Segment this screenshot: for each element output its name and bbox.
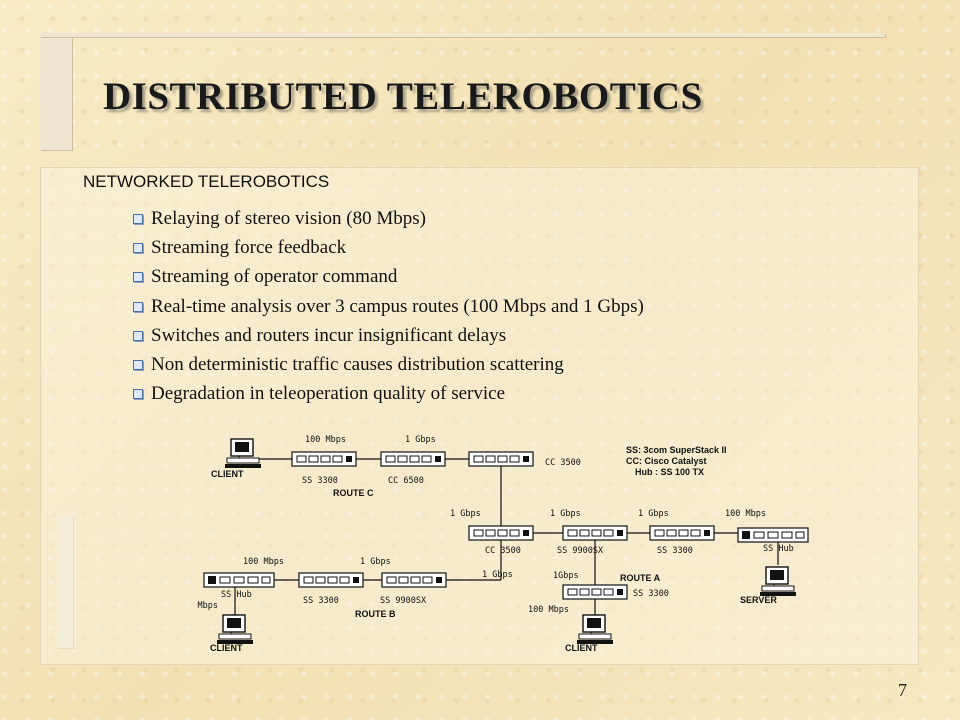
switch-cc3500-mid-icon [468, 525, 534, 541]
hub-right-label: SS Hub [763, 544, 794, 554]
bullet-list: Relaying of stereo vision (80 Mbps) Stre… [133, 204, 644, 409]
client-bottom-mid-label: CLIENT [565, 643, 598, 653]
cc6500-label: CC 6500 [388, 476, 424, 486]
client-top-computer-icon [224, 438, 262, 469]
link-label-c1: 100 Mbps [305, 435, 346, 445]
switch-ss3300-mid-icon [649, 525, 715, 541]
link-label-m3: 1 Gbps [638, 509, 669, 519]
route-b-label: ROUTE B [355, 609, 396, 619]
link-label-m1: 1 Gbps [450, 509, 481, 519]
client-bottom-left-computer-icon [216, 614, 254, 645]
slide-title: DISTRIBUTED TELEROBOTICS [103, 75, 703, 118]
switch-ss9900sx-route-b-icon [381, 572, 447, 588]
network-diagram: SS: 3com SuperStack II CC: Cisco Catalys… [195, 435, 809, 653]
link-label-m4: 100 Mbps [725, 509, 766, 519]
bullet-item: Switches and routers incur insignificant… [133, 321, 644, 350]
server-computer-icon [759, 566, 797, 597]
switch-ss9900sx-mid-icon [562, 525, 628, 541]
link-label-a1: 1Gbps [553, 571, 579, 581]
client-top-label: CLIENT [211, 469, 244, 479]
link-label-b4: 100 Mbps [195, 601, 218, 611]
link-label-b3: 1 Gbps [482, 570, 513, 580]
cc3500-top-label: CC 3500 [545, 458, 581, 468]
legend-line-1: SS: 3com SuperStack II [626, 445, 727, 455]
ss9900sx-route-b-label: SS 9900SX [380, 596, 427, 606]
hub-left-icon [203, 572, 275, 588]
bullet-text: Degradation in teleoperation quality of … [151, 383, 506, 405]
bullet-item: Relaying of stereo vision (80 Mbps) [133, 204, 644, 233]
link-lines [234, 458, 779, 615]
link-label-c2: 1 Gbps [405, 435, 436, 445]
decorative-bracket-top-vertical [40, 33, 72, 150]
client-bottom-left-label: CLIENT [210, 643, 243, 653]
switch-ss3300-route-c-icon [291, 451, 357, 467]
page-number: 7 [898, 680, 907, 700]
server-label: SERVER [740, 595, 777, 605]
bullet-box-icon [133, 360, 143, 371]
decorative-bracket-top-horizontal [40, 33, 885, 37]
section-heading: NETWORKED TELEROBOTICS [83, 172, 330, 191]
bullet-box-icon [133, 389, 143, 400]
route-a-label: ROUTE A [620, 573, 661, 583]
bullet-text: Relaying of stereo vision (80 Mbps) [151, 207, 426, 229]
bullet-item: Streaming of operator command [133, 263, 644, 292]
bullet-text: Non deterministic traffic causes distrib… [151, 354, 564, 376]
route-c-label: ROUTE C [333, 488, 374, 498]
bullet-item: Degradation in teleoperation quality of … [133, 380, 644, 409]
bullet-text: Streaming of operator command [151, 266, 398, 288]
client-bottom-mid-computer-icon [576, 614, 614, 645]
ss3300-route-b-label: SS 3300 [303, 596, 339, 606]
bullet-box-icon [133, 301, 143, 312]
bullet-text: Real-time analysis over 3 campus routes … [151, 295, 644, 317]
ss3300-route-a-label: SS 3300 [633, 589, 669, 599]
hub-right-icon [737, 527, 809, 543]
bullet-text: Streaming force feedback [151, 236, 347, 258]
bullet-text: Switches and routers incur insignificant… [151, 324, 507, 346]
ss3300-mid-label: SS 3300 [657, 546, 693, 556]
switch-ss3300-route-a-icon [562, 584, 628, 600]
legend-line-2: CC: Cisco Catalyst [626, 456, 707, 466]
bullet-item: Streaming force feedback [133, 233, 644, 262]
bullet-item: Non deterministic traffic causes distrib… [133, 350, 644, 379]
bullet-box-icon [133, 330, 143, 341]
switch-cc6500-icon [380, 451, 446, 467]
bullet-box-icon [133, 242, 143, 253]
bullet-item: Real-time analysis over 3 campus routes … [133, 292, 644, 321]
ss3300-route-c-label: SS 3300 [302, 476, 338, 486]
switch-ss3300-route-b-icon [298, 572, 364, 588]
switch-cc3500-top-icon [468, 451, 534, 467]
link-label-a2: 100 Mbps [528, 605, 569, 615]
link-label-b2: 1 Gbps [360, 557, 391, 567]
ss9900sx-mid-label: SS 9900SX [557, 546, 604, 556]
link-label-m2: 1 Gbps [550, 509, 581, 519]
bullet-box-icon [133, 213, 143, 224]
legend-line-3: Hub : SS 100 TX [635, 467, 704, 477]
cc3500-mid-label: CC 3500 [485, 546, 521, 556]
hub-left-label: SS Hub [221, 590, 252, 600]
bullet-box-icon [133, 272, 143, 283]
link-label-b1: 100 Mbps [243, 557, 284, 567]
